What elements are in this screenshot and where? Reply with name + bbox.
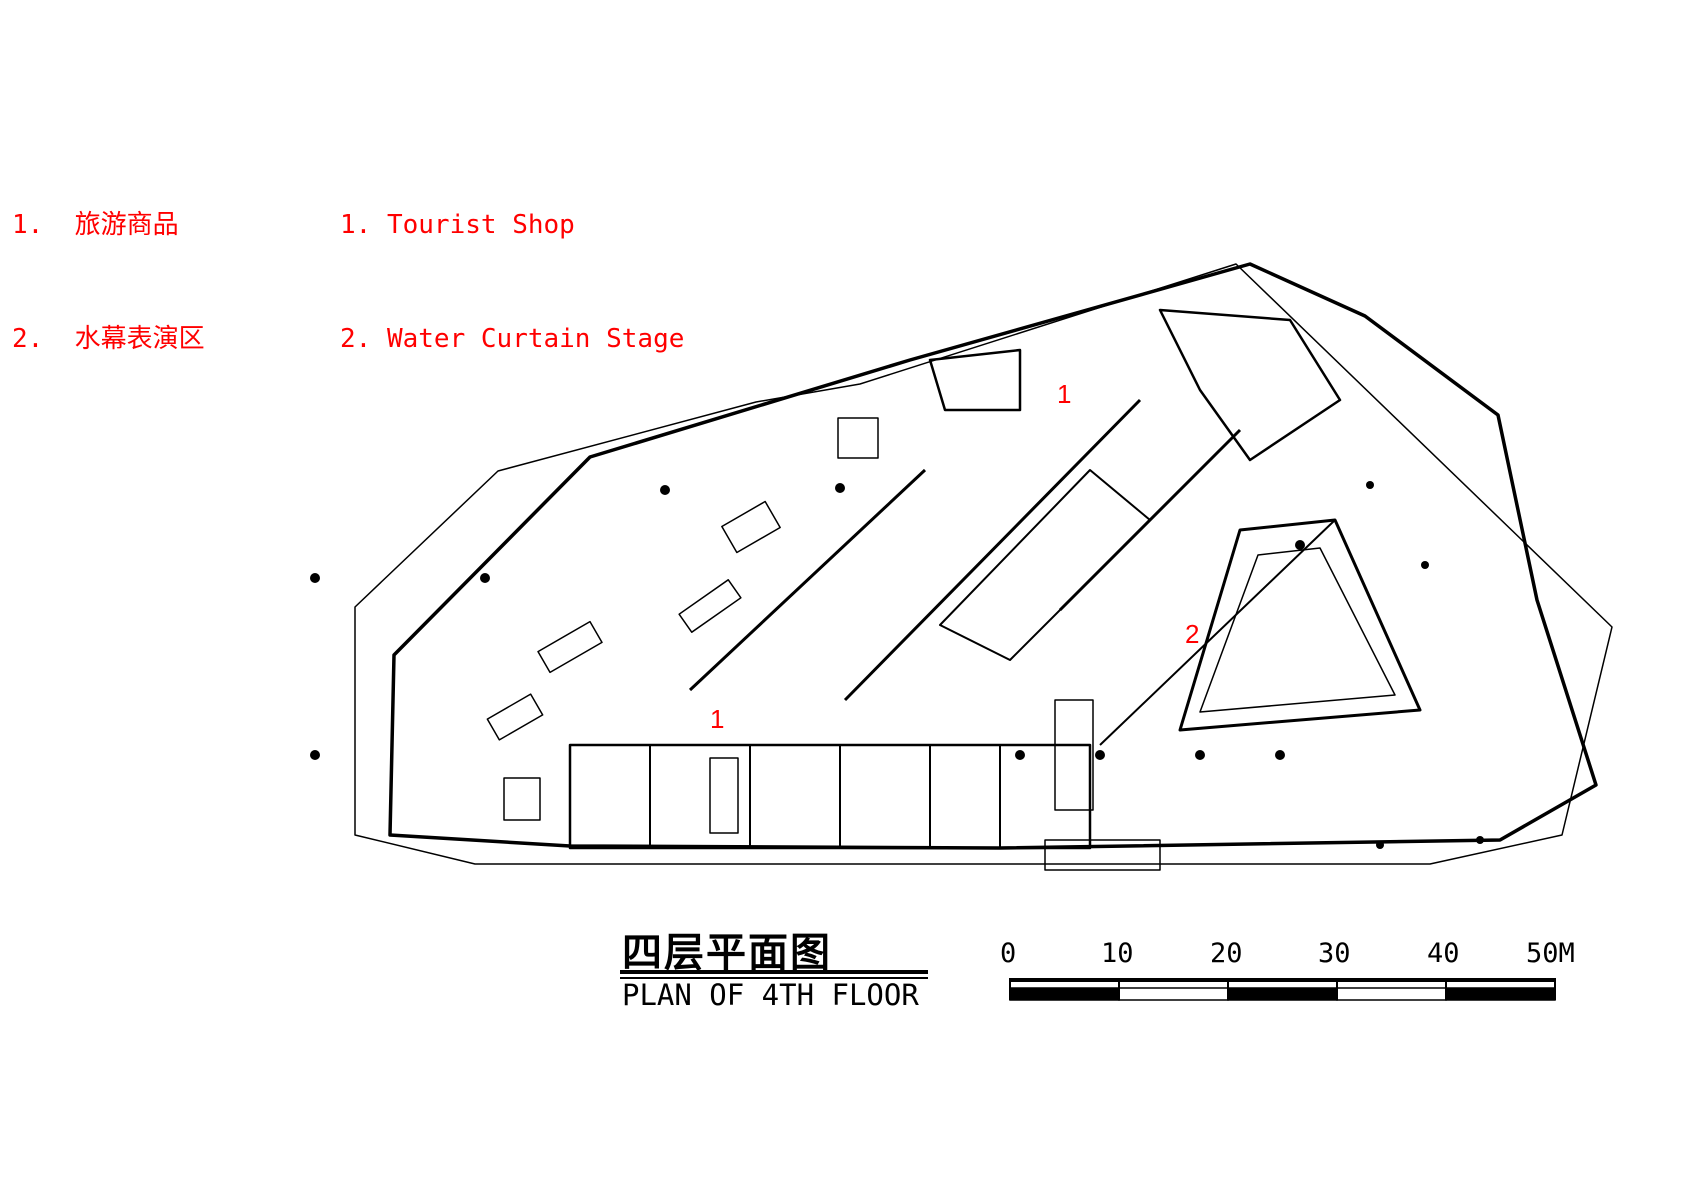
column <box>1295 540 1305 550</box>
scale-bar-segment <box>1445 987 1556 1001</box>
planter-1 <box>837 417 879 459</box>
column <box>1376 841 1384 849</box>
stair-2 <box>709 757 739 834</box>
planter-4 <box>537 620 603 674</box>
stage-inner <box>1199 547 1396 713</box>
column <box>1015 750 1025 760</box>
room-label-stage: 2 <box>1185 619 1199 649</box>
column <box>1366 481 1374 489</box>
scale-bar-segment <box>1336 987 1447 1001</box>
column <box>1195 750 1205 760</box>
upper-left-block <box>928 348 1022 412</box>
legend-en-item-2: 2. Water Curtain Stage <box>340 324 685 354</box>
stair-1 <box>1054 699 1094 811</box>
legend-english: 1. Tourist Shop 2. Water Curtain Stage <box>340 130 684 434</box>
legend-chinese: 1. 旅游商品 2. 水幕表演区 <box>12 130 205 434</box>
drawing-title-chinese: 四层平面图 <box>622 930 832 976</box>
stage-triangle <box>1178 518 1422 732</box>
planter-6 <box>678 579 742 633</box>
scale-bar-top-line <box>1010 978 1555 982</box>
bottom-rooms-block <box>568 743 1092 850</box>
wall-diagonal-4 <box>1099 519 1336 746</box>
drawing-title-english: PLAN OF 4TH FLOOR <box>622 978 919 1012</box>
wall-diagonal-2 <box>843 398 1142 702</box>
column <box>660 485 670 495</box>
title-rule-thin <box>620 977 928 979</box>
columns-group <box>310 481 1484 849</box>
upper-right-service <box>1158 308 1342 462</box>
planter-2 <box>503 777 541 821</box>
legend-zh-item-2: 2. 水幕表演区 <box>12 324 205 354</box>
column <box>480 573 490 583</box>
column <box>835 483 845 493</box>
wall-diagonal-1 <box>688 468 927 692</box>
terrace-outline <box>354 263 1613 865</box>
scale-label-10: 10 <box>1101 938 1134 969</box>
room-label-shop-south: 1 <box>710 704 724 734</box>
scale-label-50m: 50M <box>1526 938 1575 969</box>
legend-en-item-1: 1. Tourist Shop <box>340 210 575 240</box>
column <box>1421 561 1429 569</box>
atrium-wedge <box>939 469 1151 661</box>
scale-label-20: 20 <box>1210 938 1243 969</box>
column <box>1095 750 1105 760</box>
scale-bar: 0 10 20 30 40 50M <box>1000 938 1575 1001</box>
scale-bar-segment <box>1118 987 1229 1001</box>
column <box>1275 750 1285 760</box>
scale-bar-segment <box>1227 987 1338 1001</box>
scale-label-0: 0 <box>1000 938 1016 969</box>
legend-zh-item-1: 1. 旅游商品 <box>12 210 179 240</box>
column <box>310 750 320 760</box>
planter-3 <box>721 500 781 554</box>
scale-bar-segment <box>1009 987 1120 1001</box>
scale-label-40: 40 <box>1427 938 1460 969</box>
scale-label-30: 30 <box>1318 938 1351 969</box>
column <box>310 573 320 583</box>
escalator-1 <box>1044 839 1161 871</box>
title-rule-thick <box>620 970 928 974</box>
planter-5 <box>486 693 544 741</box>
room-label-shop-north: 1 <box>1057 379 1071 409</box>
column <box>1476 836 1484 844</box>
